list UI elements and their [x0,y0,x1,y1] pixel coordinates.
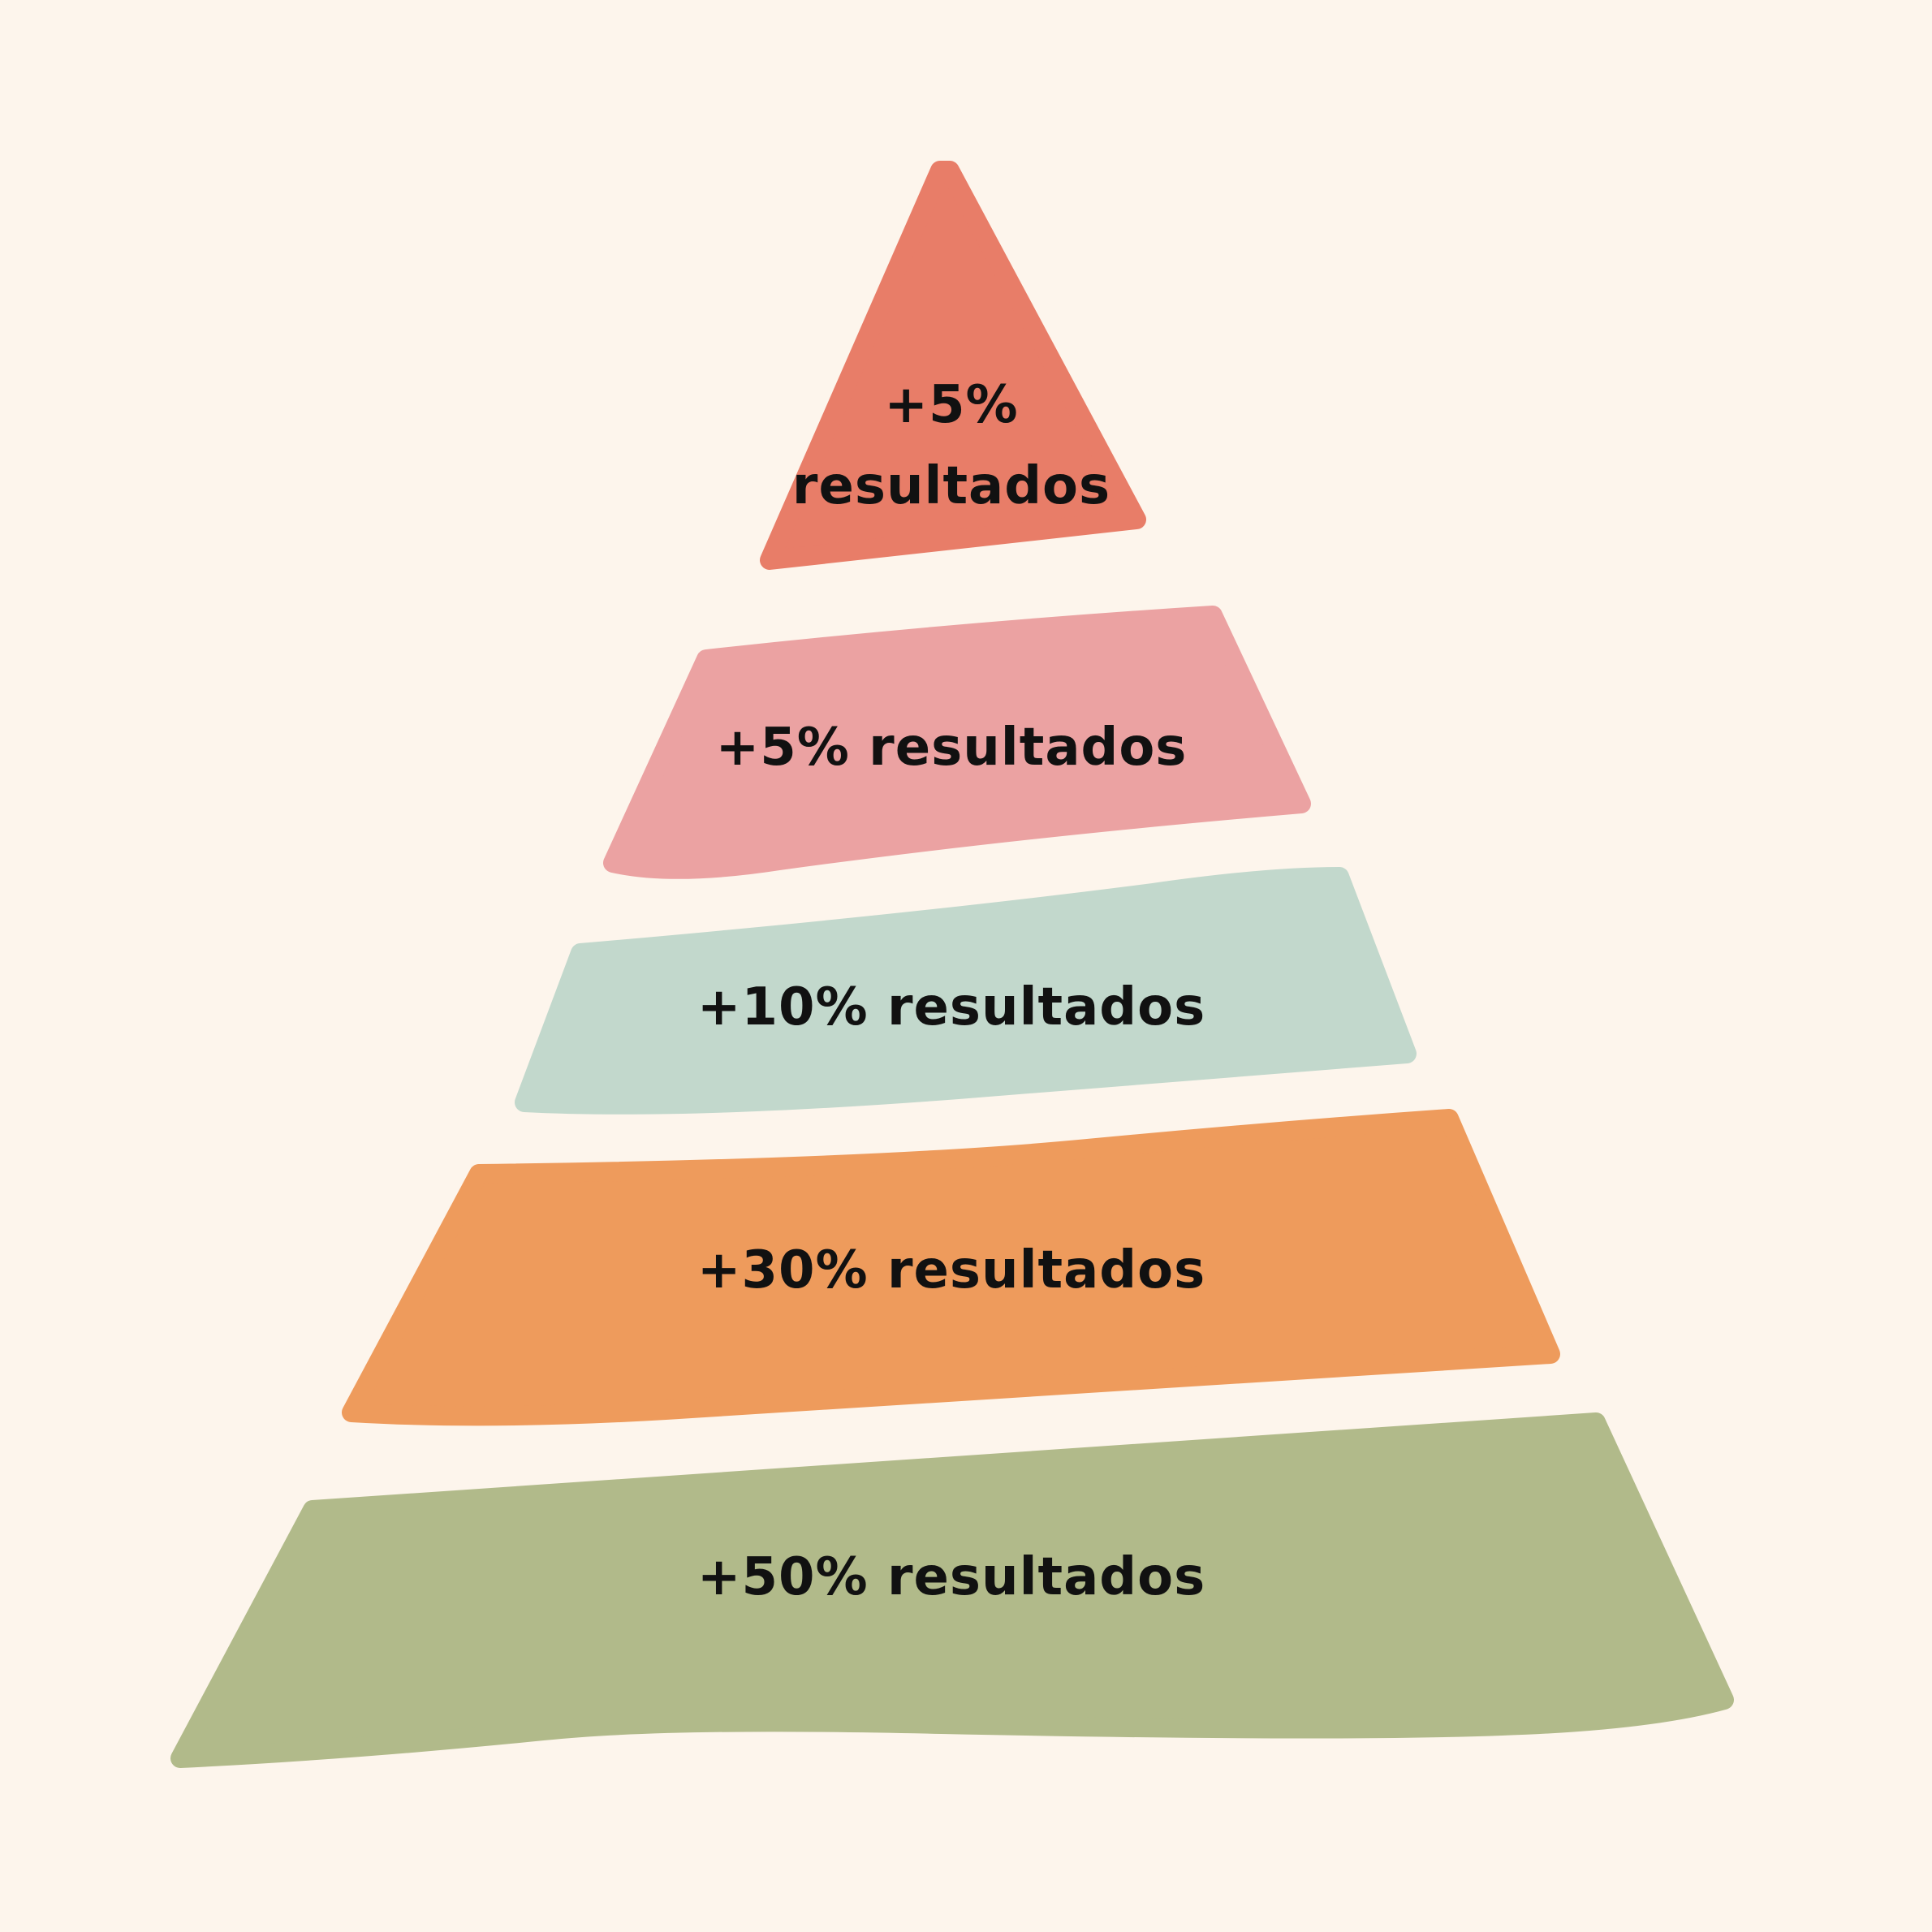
pyramid-tier-4: +30% resultados [342,1109,1560,1426]
pyramid-tier-1: +5% resultados [760,161,1146,570]
pyramid-tier-2-shape [603,606,1311,879]
pyramid-tier-3: +10% resultados [515,867,1417,1115]
pyramid-tier-4-shape [342,1109,1560,1426]
pyramid-tier-5-shape [170,1412,1734,1768]
pyramid-tier-3-shape [515,867,1417,1115]
pyramid-tier-2: +5% resultados [603,606,1311,879]
pyramid-tier-3-label: +10% resultados [697,977,1205,1037]
pyramid-tier-4-label: +30% resultados [697,1240,1205,1300]
pyramid-tier-5: +50% resultados [170,1412,1734,1768]
pyramid-tier-5-label: +50% resultados [697,1547,1205,1607]
pyramid-tier-1-label-line2: resultados [792,456,1110,516]
pyramid-tier-1-shape [760,161,1146,570]
pyramid-tier-2-label: +5% resultados [716,718,1188,778]
pyramid-tier-1-label-line1: +5% [884,375,1018,435]
